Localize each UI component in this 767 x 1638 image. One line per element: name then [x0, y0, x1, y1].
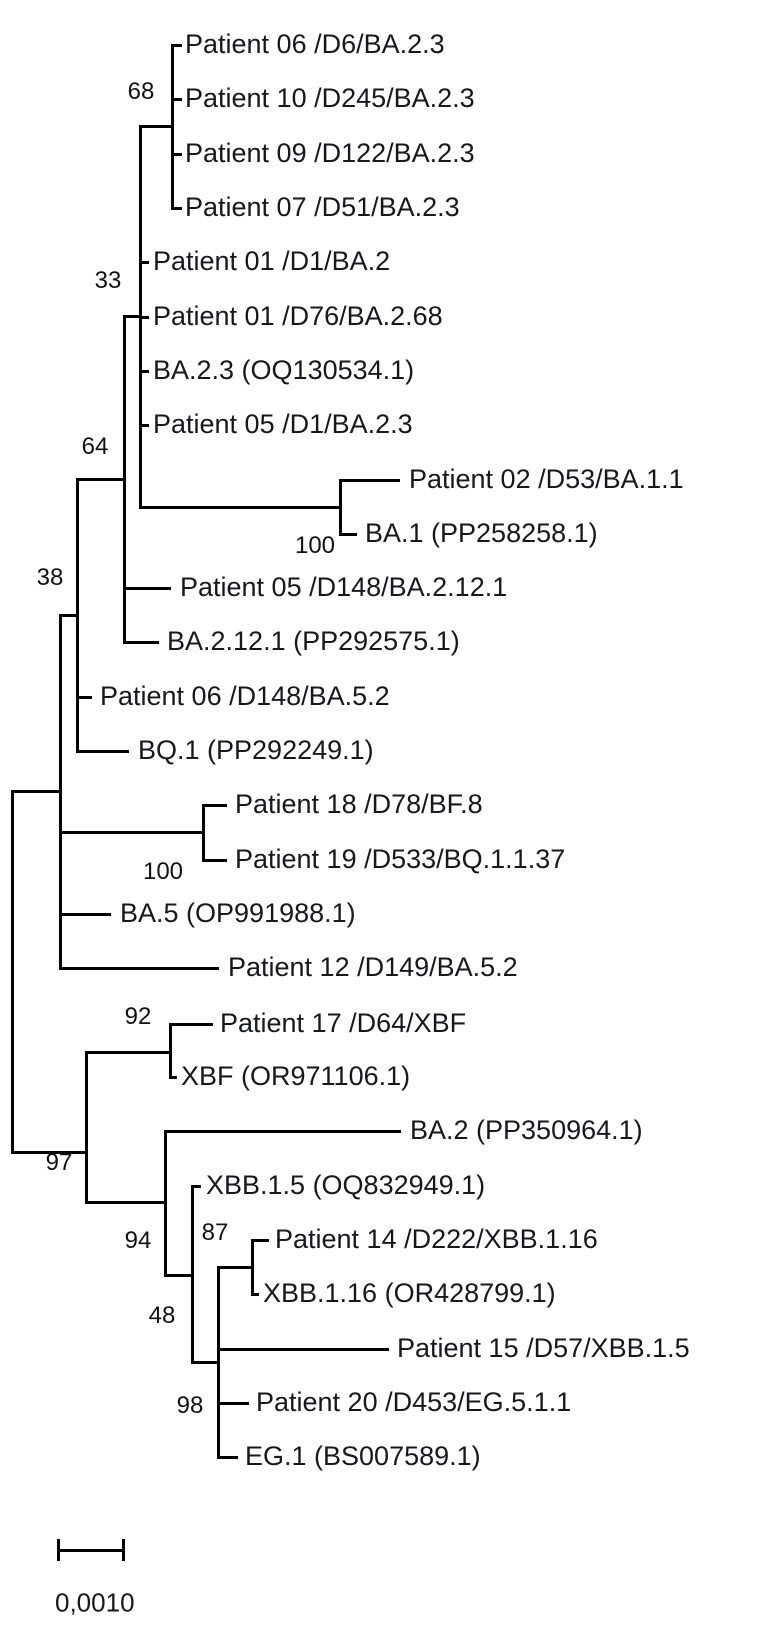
- taxon-label: BA.2 (PP350964.1): [410, 1114, 643, 1145]
- taxon-label: BA.1 (PP258258.1): [365, 517, 598, 548]
- branch-root-to-ba5grp: [11, 790, 61, 793]
- bootstrap-value-label: 68: [127, 78, 155, 105]
- taxon-label: BA.2.3 (OQ130534.1): [153, 354, 415, 385]
- taxon-branch-line: [171, 207, 182, 210]
- taxon-branch-line: [251, 1293, 259, 1296]
- branch-64-to-33: [123, 315, 141, 318]
- taxon-branch-line: [139, 316, 149, 319]
- taxon-label: XBB.1.16 (OR428799.1): [263, 1277, 556, 1308]
- taxon-label: Patient 05 /D1/BA.2.3: [153, 408, 413, 439]
- taxon-branch-line: [123, 587, 171, 590]
- branch-97-to-94: [85, 1201, 166, 1204]
- taxon-label: Patient 19 /D533/BQ.1.1.37: [235, 843, 566, 874]
- taxon-branch-line: [139, 261, 149, 264]
- taxon-branch-line: [202, 804, 227, 807]
- taxon-branch-line: [123, 641, 159, 644]
- taxon-label: Patient 05 /D148/BA.2.12.1: [180, 571, 508, 602]
- branch-48-to-98: [191, 1361, 219, 1364]
- taxon-branch-line: [169, 1076, 177, 1079]
- taxon-branch-line: [217, 1402, 249, 1405]
- taxon-label: Patient 01 /D76/BA.2.68: [153, 300, 443, 331]
- taxon-branch-line: [59, 967, 219, 970]
- bootstrap-value-label: 64: [81, 433, 109, 460]
- taxon-branch-line: [202, 859, 227, 862]
- taxon-label: Patient 10 /D245/BA.2.3: [185, 82, 475, 113]
- taxon-label: BA.5 (OP991988.1): [120, 897, 356, 928]
- branch-root-to-97: [11, 1151, 87, 1154]
- taxon-branch-line: [191, 1185, 201, 1188]
- taxon-branch-line: [171, 98, 182, 101]
- scale-bar-label: 0,0010: [55, 1587, 135, 1618]
- taxon-branch-line: [339, 479, 400, 482]
- taxon-branch-line: [76, 696, 92, 699]
- taxon-label: BQ.1 (PP292249.1): [138, 734, 374, 765]
- taxon-label: Patient 02 /D53/BA.1.1: [409, 463, 684, 494]
- bootstrap-value-label: 100: [142, 858, 184, 885]
- taxon-label: EG.1 (BS007589.1): [245, 1440, 481, 1471]
- taxon-branch-line: [339, 533, 357, 536]
- taxon-branch-line: [169, 1023, 213, 1026]
- scale-bar-left-tick: [57, 1539, 60, 1561]
- branch-33-to-68: [139, 125, 173, 128]
- bootstrap-value-label: 33: [94, 267, 122, 294]
- scale-bar-right-tick: [122, 1539, 125, 1561]
- branch-94-to-48: [164, 1274, 193, 1277]
- taxon-branch-line: [164, 1130, 401, 1133]
- taxon-label: Patient 07 /D51/BA.2.3: [185, 191, 460, 222]
- bootstrap-value-label: 92: [124, 1003, 152, 1030]
- taxon-label: Patient 06 /D6/BA.2.3: [185, 28, 445, 59]
- taxon-label: XBB.1.5 (OQ832949.1): [206, 1169, 486, 1200]
- taxon-branch-line: [217, 1456, 238, 1459]
- branch-33-to-100-ba1: [139, 506, 341, 509]
- branch-ba5grp-to-38: [59, 614, 78, 617]
- branch-38-to-64: [76, 478, 125, 481]
- taxon-label: Patient 14 /D222/XBB.1.16: [275, 1223, 598, 1254]
- bootstrap-value-label: 38: [36, 564, 64, 591]
- taxon-label: Patient 12 /D149/BA.5.2: [228, 951, 518, 982]
- taxon-label: Patient 06 /D148/BA.5.2: [100, 680, 390, 711]
- bootstrap-value-label: 94: [124, 1227, 152, 1254]
- taxon-label: BA.2.12.1 (PP292575.1): [167, 625, 460, 656]
- taxon-branch-line: [251, 1239, 269, 1242]
- branch-ba5grp-to-100-bf8: [59, 831, 204, 834]
- taxon-label: Patient 18 /D78/BF.8: [235, 788, 483, 819]
- taxon-branch-line: [139, 370, 149, 373]
- taxon-label: Patient 17 /D64/XBF: [220, 1007, 467, 1038]
- taxon-label: XBF (OR971106.1): [181, 1060, 411, 1091]
- taxon-branch-line: [171, 44, 182, 47]
- bootstrap-value-label: 48: [148, 1302, 176, 1329]
- taxon-label: Patient 01 /D1/BA.2: [153, 245, 391, 276]
- taxon-branch-line: [217, 1348, 389, 1351]
- taxon-label: Patient 20 /D453/EG.5.1.1: [256, 1386, 572, 1417]
- bootstrap-value-label: 100: [294, 532, 336, 559]
- bootstrap-value-label: 87: [201, 1219, 229, 1246]
- taxon-branch-line: [76, 750, 129, 753]
- taxon-branch-line: [139, 424, 149, 427]
- branch-97-to-92: [85, 1051, 171, 1054]
- taxon-branch-line: [59, 913, 111, 916]
- bootstrap-value-label: 98: [176, 1392, 204, 1419]
- bootstrap-value-label: 97: [45, 1149, 73, 1176]
- branch-98-to-87: [217, 1266, 253, 1269]
- taxon-label: Patient 15 /D57/XBB.1.5: [397, 1332, 690, 1363]
- node-97-vertical: [85, 1051, 88, 1203]
- root-vertical: [11, 790, 14, 1153]
- scale-bar-line: [57, 1549, 124, 1552]
- taxon-label: Patient 09 /D122/BA.2.3: [185, 137, 475, 168]
- node-92-vertical: [169, 1023, 172, 1078]
- taxon-branch-line: [171, 153, 182, 156]
